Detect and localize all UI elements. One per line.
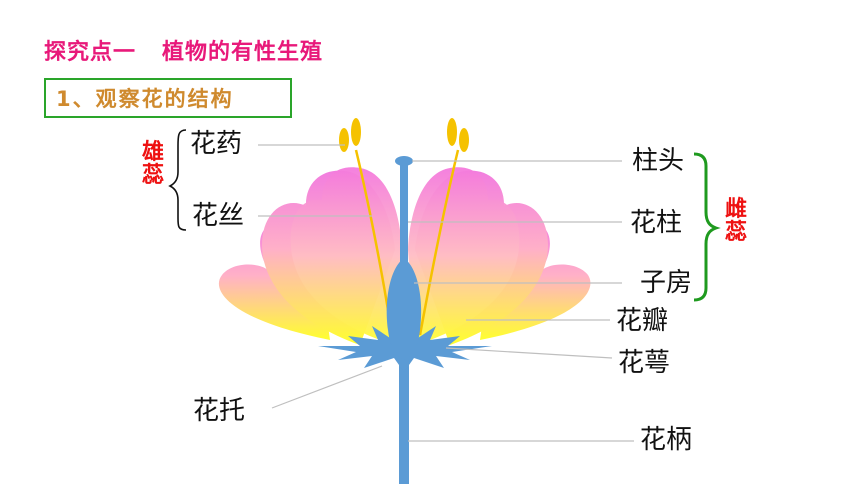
style-shape bbox=[400, 162, 408, 266]
anther-right-1 bbox=[447, 118, 457, 146]
filament-right bbox=[418, 149, 460, 336]
leader-receptacle bbox=[271, 365, 383, 409]
pistil-group-label-char-2: 蕊 bbox=[724, 220, 747, 246]
leader-sepal bbox=[445, 347, 613, 359]
section-subtitle-box: 1、观察花的结构 bbox=[44, 78, 292, 118]
anther-left-2 bbox=[351, 118, 361, 146]
pedicel-stem bbox=[399, 362, 409, 484]
label-pedicel: 花柄 bbox=[640, 425, 693, 455]
label-petal: 花瓣 bbox=[616, 306, 669, 336]
anther-right-2 bbox=[459, 128, 469, 152]
section-subtitle: 1、观察花的结构 bbox=[56, 87, 234, 111]
label-stigma: 柱头 bbox=[632, 146, 685, 176]
leader-lines bbox=[258, 144, 634, 442]
stamen-brace bbox=[168, 129, 187, 231]
label-ovary: 子房 bbox=[640, 268, 693, 298]
petal-front-left bbox=[290, 167, 402, 345]
label-anther: 花药 bbox=[190, 129, 243, 159]
stamen-group-label: 雄 蕊 bbox=[141, 141, 165, 187]
label-filament: 花丝 bbox=[192, 201, 245, 231]
stamen-group-label-char-2: 蕊 bbox=[141, 163, 164, 189]
label-receptacle: 花托 bbox=[193, 396, 246, 426]
pistil-brace bbox=[693, 152, 721, 302]
petal-front-right bbox=[408, 167, 520, 345]
pistil-group-label-char-1: 雌 bbox=[724, 197, 747, 222]
petals bbox=[218, 167, 591, 345]
pistil-group-label: 雌 蕊 bbox=[724, 198, 748, 244]
label-sepal: 花萼 bbox=[618, 348, 671, 378]
anther-left-1 bbox=[339, 128, 349, 152]
stamen-group-label-char-1: 雄 bbox=[141, 140, 164, 165]
label-style: 花柱 bbox=[630, 208, 683, 238]
ovary-shape bbox=[386, 258, 422, 360]
page-title: 探究点一 植物的有性生殖 bbox=[44, 40, 323, 65]
stigma-shape bbox=[395, 156, 413, 166]
